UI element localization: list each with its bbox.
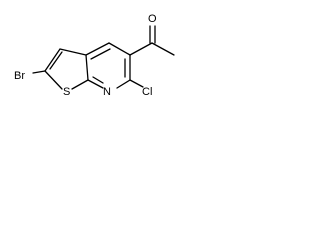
bond-br-c2	[32, 70, 46, 74]
bond-carbonyl-methyl	[151, 42, 175, 56]
bonds	[32, 25, 175, 90]
bond-c2-c3	[44, 48, 61, 72]
bond-s1-c7a	[71, 79, 89, 90]
bond-c3-c3a	[59, 48, 87, 56]
bond-n7-c7a-double	[92, 76, 104, 84]
bond-c3a-c4-double	[90, 48, 111, 60]
atom-label-o: O	[148, 13, 157, 25]
bond-c4-c5	[108, 42, 131, 56]
bond-c3a-c4	[85, 42, 110, 56]
atom-label-cl: Cl	[142, 86, 152, 98]
atom-labels: Br S N Cl O	[14, 13, 157, 98]
atom-label-s: S	[63, 86, 70, 98]
bond-c3a-c7a	[85, 54, 89, 81]
bond-c5-carbonyl	[129, 42, 153, 56]
bond-c2-c3-double	[49, 51, 63, 70]
atom-label-n: N	[103, 86, 111, 98]
bond-c2-s1	[44, 70, 63, 90]
atom-label-br: Br	[14, 70, 25, 82]
chemical-structure: Br S N Cl O	[14, 13, 175, 98]
bond-c6-cl	[129, 79, 144, 88]
bond-c6-n7	[116, 79, 131, 89]
bond-n7-c7a	[87, 79, 104, 89]
